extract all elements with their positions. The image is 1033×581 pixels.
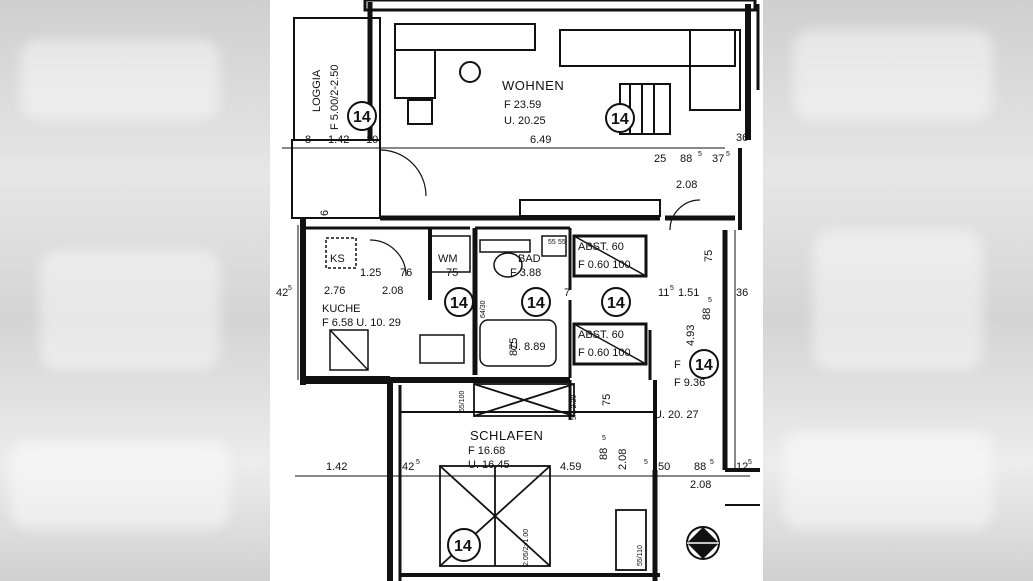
- room-number: 14: [611, 111, 629, 128]
- room-number: 14: [527, 295, 545, 312]
- room-area-bad: F 3.88: [510, 267, 541, 279]
- room-number-markers: [347, 101, 719, 562]
- dimension: 36: [736, 132, 748, 144]
- dimension: 7: [564, 287, 570, 299]
- kitchen-fixtures: [325, 235, 471, 371]
- room-name-loggia: LOGGIA: [311, 69, 323, 112]
- dimension: 5: [416, 459, 420, 466]
- room-number: 14: [450, 295, 468, 312]
- dimension: 25: [654, 153, 666, 165]
- dimension: 8: [305, 134, 311, 146]
- dimension: 88: [680, 153, 692, 165]
- fixture-ks: KS: [330, 253, 345, 265]
- compass-symbol: [686, 526, 720, 560]
- bath-fixtures: [479, 235, 647, 367]
- room-name-kuche: KUCHE: [322, 303, 361, 315]
- dimension: 5/1 2.20: [571, 395, 578, 420]
- dimension: 88: [701, 308, 713, 320]
- dimension: 2.08: [382, 285, 403, 297]
- dimension-labels: 8 1.42 10 6.49 36 25 88 5 37 5 2.08 6 1.…: [276, 132, 752, 566]
- room-area-label-flur: F: [674, 359, 681, 371]
- room-area-flur: F 9.36: [674, 377, 705, 389]
- dimension: 2.08: [690, 479, 711, 491]
- abst-area-2: F 0.60 100: [578, 347, 631, 359]
- dimension: 37: [712, 153, 724, 165]
- dimension: 4.59: [560, 461, 581, 473]
- abst-area-1: F 0.60 100: [578, 259, 631, 271]
- room-area-schlafen: F 16.68: [468, 445, 505, 457]
- floor-plan: WOHNEN F 23.59 U. 20.25 LOGGIA F 5.00/2-…: [270, 0, 763, 581]
- dimension: 6.49: [530, 134, 551, 146]
- dimension: 4.93: [685, 325, 697, 346]
- dimension: 55/100: [459, 390, 466, 412]
- room-perimeter-schlafen: U. 16.45: [468, 459, 510, 471]
- room-area-wohnen: F 23.59: [504, 99, 541, 111]
- dimension: 88: [598, 448, 610, 460]
- dimension: 1.42: [326, 461, 347, 473]
- fixture-wm-dim: 75: [446, 267, 458, 279]
- blurred-background-right: [763, 0, 1033, 581]
- room-name-bad: BAD: [518, 253, 541, 265]
- dimension: 36: [736, 287, 748, 299]
- room-number: 14: [454, 538, 472, 555]
- dimension: 2.08: [617, 449, 629, 470]
- dimension: 75: [601, 394, 613, 406]
- room-number: 14: [695, 357, 713, 374]
- room-perimeter-bad: U. 8.89: [510, 341, 545, 353]
- dimension: 88: [694, 461, 706, 473]
- room-perimeter-wohnen: U. 20.25: [504, 115, 546, 127]
- dimension: 2.76: [324, 285, 345, 297]
- dimension: 1.25: [360, 267, 381, 279]
- room-name-schlafen: SCHLAFEN: [470, 428, 543, 443]
- dimension: 10: [366, 134, 378, 146]
- dimension: 75: [703, 250, 715, 262]
- room-number: 14: [353, 109, 371, 126]
- dimension: 1.42: [328, 134, 349, 146]
- fixture-wm: WM: [438, 253, 458, 265]
- room-area-kuche: F 6.58 U. 10. 29: [322, 317, 401, 329]
- dimension: 76: [400, 267, 412, 279]
- blurred-background-left: [0, 0, 270, 581]
- dimension: 875: [508, 338, 520, 356]
- dimension: 55: [558, 239, 566, 246]
- dimension: 12: [736, 461, 748, 473]
- room-perimeter-flur: U. 20. 27: [654, 409, 699, 421]
- room-number: 14: [607, 295, 625, 312]
- dimension: 55: [548, 239, 556, 246]
- room-area-loggia: F 5.00/2-2.50: [329, 65, 341, 130]
- dimension: 5: [726, 151, 730, 158]
- dimension: 2.08: [676, 179, 697, 191]
- dimension: 5: [644, 459, 648, 466]
- room-name-wohnen: WOHNEN: [502, 78, 564, 93]
- floor-plan-drawing: WOHNEN F 23.59 U. 20.25 LOGGIA F 5.00/2-…: [276, 0, 760, 581]
- walls: [282, 0, 760, 581]
- dimension: 42: [276, 287, 288, 299]
- dimension: 50: [658, 461, 670, 473]
- dimension: 5: [710, 459, 714, 466]
- dimension: 5: [602, 435, 606, 442]
- dimension: 5: [670, 285, 674, 292]
- dimension: 11: [658, 287, 669, 299]
- abst-name-1: ABST. 60: [578, 241, 624, 253]
- dimension: 64/30: [480, 300, 487, 318]
- dimension: 55/110: [637, 545, 644, 566]
- abst-name-2: ABST. 60: [578, 329, 624, 341]
- dimension: 1.51: [678, 287, 699, 299]
- dimension: 5: [698, 151, 702, 158]
- dimension: 5: [748, 459, 752, 466]
- dimension: 5: [708, 297, 712, 304]
- dimension: 2.05/2×1.00: [523, 529, 530, 566]
- dimension: 5: [288, 285, 292, 292]
- dimension: 42: [402, 461, 414, 473]
- dimension: 6: [319, 210, 331, 216]
- doors: [369, 149, 701, 277]
